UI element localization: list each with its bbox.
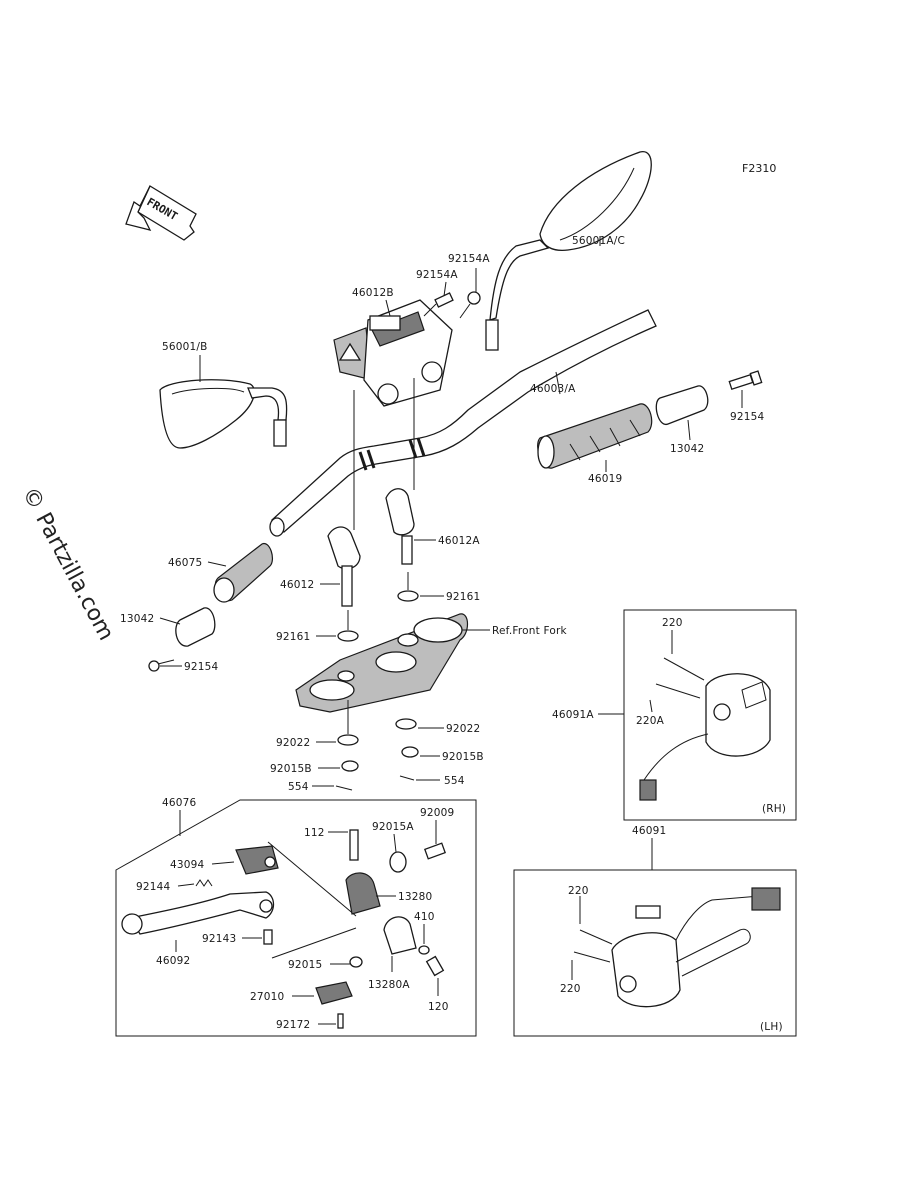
brake-lever [121,891,275,935]
label-46019: 46019 [588,473,622,485]
label-92015A: 92015A [372,821,414,833]
label-220-lh1: 220 [568,885,589,897]
mirror-left [159,379,288,449]
grip-left [213,542,274,603]
washer-92015A [389,851,407,873]
lower-clamp-46012A [385,488,415,565]
label-13280: 13280 [398,891,432,903]
label-554-right: 554 [444,775,465,787]
bolt-92009 [423,842,447,860]
switch-housing-lh [573,887,781,1008]
label-410: 410 [414,911,435,923]
label-220-lh2: 220 [560,983,581,995]
label-leaders [159,236,743,1025]
label-112: 112 [304,827,325,839]
clamp-13280 [345,872,381,915]
label-92015: 92015 [288,959,322,971]
label-92009: 92009 [420,807,454,819]
label-554-left: 554 [288,781,309,793]
assembly-leaders [347,378,415,734]
switch-27010 [315,981,353,1005]
nut-92015B-left [341,760,359,772]
bar-end-weight-left [175,607,216,647]
handlebar [269,309,657,537]
label-92172: 92172 [276,1019,310,1031]
part-labels: 56001A/C 92154A 92154A 46012B 56001/B 46… [120,235,765,1031]
label-92022-right: 92022 [446,723,480,735]
bolt-112 [349,829,359,861]
label-46075: 46075 [168,557,202,569]
lever-holder [235,845,279,875]
label-46091A: 46091A [552,709,594,721]
front-arrow-icon: FRONT [125,185,197,241]
reference-note: Ref.Front Fork [492,625,567,637]
switch-housing-rh [639,657,771,801]
washer-92022-right [395,718,417,730]
bar-end-weight-right [655,385,709,425]
group-lh-label: (LH) [760,1021,783,1033]
nut-92015 [349,956,363,968]
label-92154A-2: 92154A [416,269,458,281]
bolt-92154-left [148,659,175,672]
cotter-pin-554-right [399,775,415,781]
label-46091: 46091 [632,825,666,837]
label-43094: 43094 [170,859,205,871]
label-13042-right: 13042 [670,443,704,455]
washer-92022-left [337,734,359,746]
label-92154-right: 92154 [730,411,765,423]
label-92015B-right: 92015B [442,751,484,763]
label-120: 120 [428,1001,449,1013]
group-box-lh [513,869,797,1037]
washer-92161-right [397,590,419,602]
pivot-92143 [263,929,273,945]
label-46076: 46076 [162,797,197,809]
label-27010: 27010 [250,991,284,1003]
nut-92015B-right [401,746,419,758]
label-13042-left: 13042 [120,613,154,625]
bolt-120 [425,955,445,977]
bolt-92154-right [728,370,763,391]
label-46003A: 46003/A [530,383,576,395]
lower-clamp-46012 [327,526,361,607]
upper-clamp-assembly [333,291,481,407]
label-92154-left: 92154 [184,661,219,673]
group-box-rh [623,609,797,821]
label-46092: 46092 [156,955,190,967]
label-92144: 92144 [136,881,171,893]
label-56001B: 56001/B [162,341,208,353]
watermark: © Partzilla.com [17,483,119,645]
label-92022-left: 92022 [276,737,310,749]
label-92015B-left: 92015B [270,763,312,775]
grip-right [537,403,653,469]
washer-92161-left [337,630,359,642]
bolt-92154A-1 [423,292,454,317]
label-46012B: 46012B [352,287,394,299]
top-bridge [295,613,469,713]
label-92161-left: 92161 [276,631,310,643]
label-220-rh: 220 [662,617,683,629]
label-46012: 46012 [280,579,314,591]
label-46012A: 46012A [438,535,480,547]
diagram-code: F2310 [742,162,776,175]
group-rh-label: (RH) [762,803,786,815]
label-92143: 92143 [202,933,236,945]
group-box-46076 [115,799,477,1037]
cotter-pin-554-left [335,785,353,791]
label-92154A-1: 92154A [448,253,490,265]
label-13280A: 13280A [368,979,410,991]
clamp-13280A [383,916,417,955]
label-220A: 220A [636,715,665,727]
label-92161-right: 92161 [446,591,480,603]
washer-410 [418,945,430,955]
screw-92172 [337,1013,344,1029]
bolt-92154A-2 [459,291,481,319]
spring-92144 [195,879,213,887]
mirror-right [485,151,652,351]
label-56001AC: 56001A/C [572,235,625,247]
